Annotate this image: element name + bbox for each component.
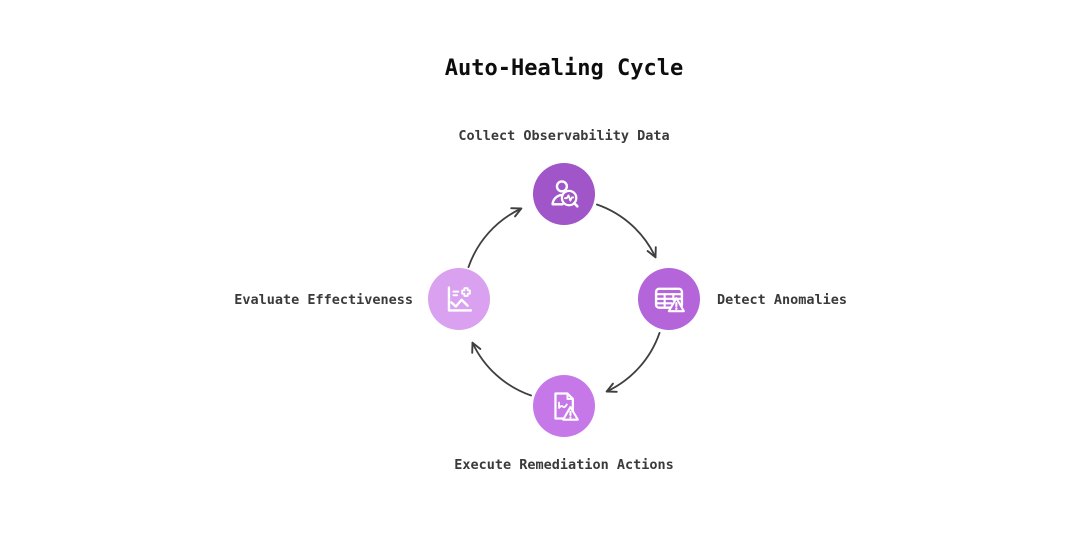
node-label-execute: Execute Remediation Actions [454, 457, 674, 473]
arrow-execute-to-evaluate [471, 341, 532, 397]
node-circle-evaluate [428, 268, 490, 330]
node-circle-execute [533, 375, 595, 437]
arrow-collect-to-detect [596, 203, 657, 259]
diagram-title: Auto-Healing Cycle [444, 56, 684, 81]
person-search-icon [551, 180, 579, 208]
arrow-evaluate-to-collect [467, 207, 523, 268]
chart-plus-icon [447, 286, 473, 312]
arrow-detect-to-execute [605, 332, 661, 393]
table-warning-icon [654, 287, 685, 313]
node-label-detect: Detect Anomalies [717, 292, 848, 308]
node-label-evaluate: Evaluate Effectiveness [234, 292, 413, 308]
document-warning-icon [554, 392, 579, 421]
node-label-collect: Collect Observability Data [458, 128, 670, 144]
cycle-arrows [467, 203, 661, 397]
